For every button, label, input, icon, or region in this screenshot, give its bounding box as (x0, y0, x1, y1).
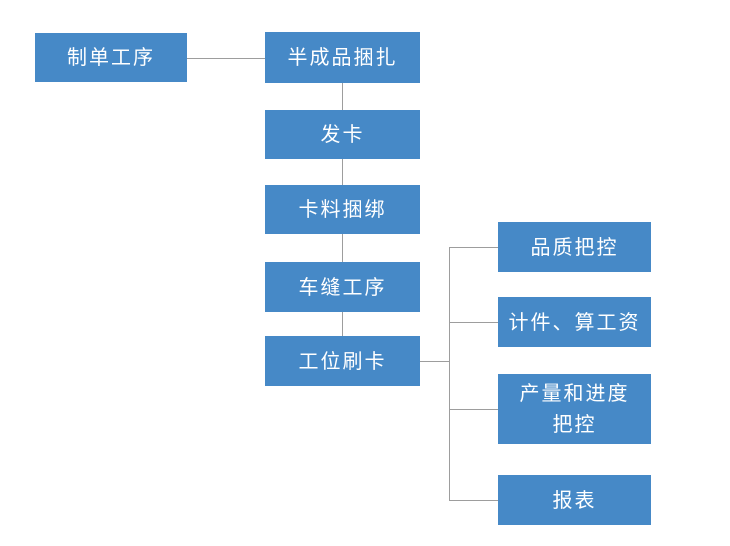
node-order-creation: 制单工序 (35, 33, 187, 82)
connector-sewing-to-swipe (342, 312, 343, 336)
connector-swipe-to-trunk (420, 361, 449, 362)
connector-branch-output (449, 409, 498, 410)
node-card-issue: 发卡 (265, 110, 420, 159)
node-quality-control: 品质把控 (498, 222, 651, 272)
connector-branch-quality (449, 247, 498, 248)
connector-branch-wage (449, 322, 498, 323)
connector-trunk-vertical (449, 247, 450, 501)
connector-card-issue-to-binding (342, 159, 343, 185)
node-report: 报表 (498, 475, 651, 525)
connector-order-to-bundling (187, 58, 265, 59)
node-station-card-swipe: 工位刷卡 (265, 336, 420, 386)
connector-bundling-to-card-issue (342, 83, 343, 110)
node-semi-finished-bundling: 半成品捆扎 (265, 32, 420, 83)
node-piece-count-wage: 计件、算工资 (498, 297, 651, 347)
connector-binding-to-sewing (342, 234, 343, 262)
connector-branch-report (449, 500, 498, 501)
node-output-progress-control: 产量和进度 把控 (498, 374, 651, 444)
node-sewing-process: 车缝工序 (265, 262, 420, 312)
node-card-material-binding: 卡料捆绑 (265, 185, 420, 234)
